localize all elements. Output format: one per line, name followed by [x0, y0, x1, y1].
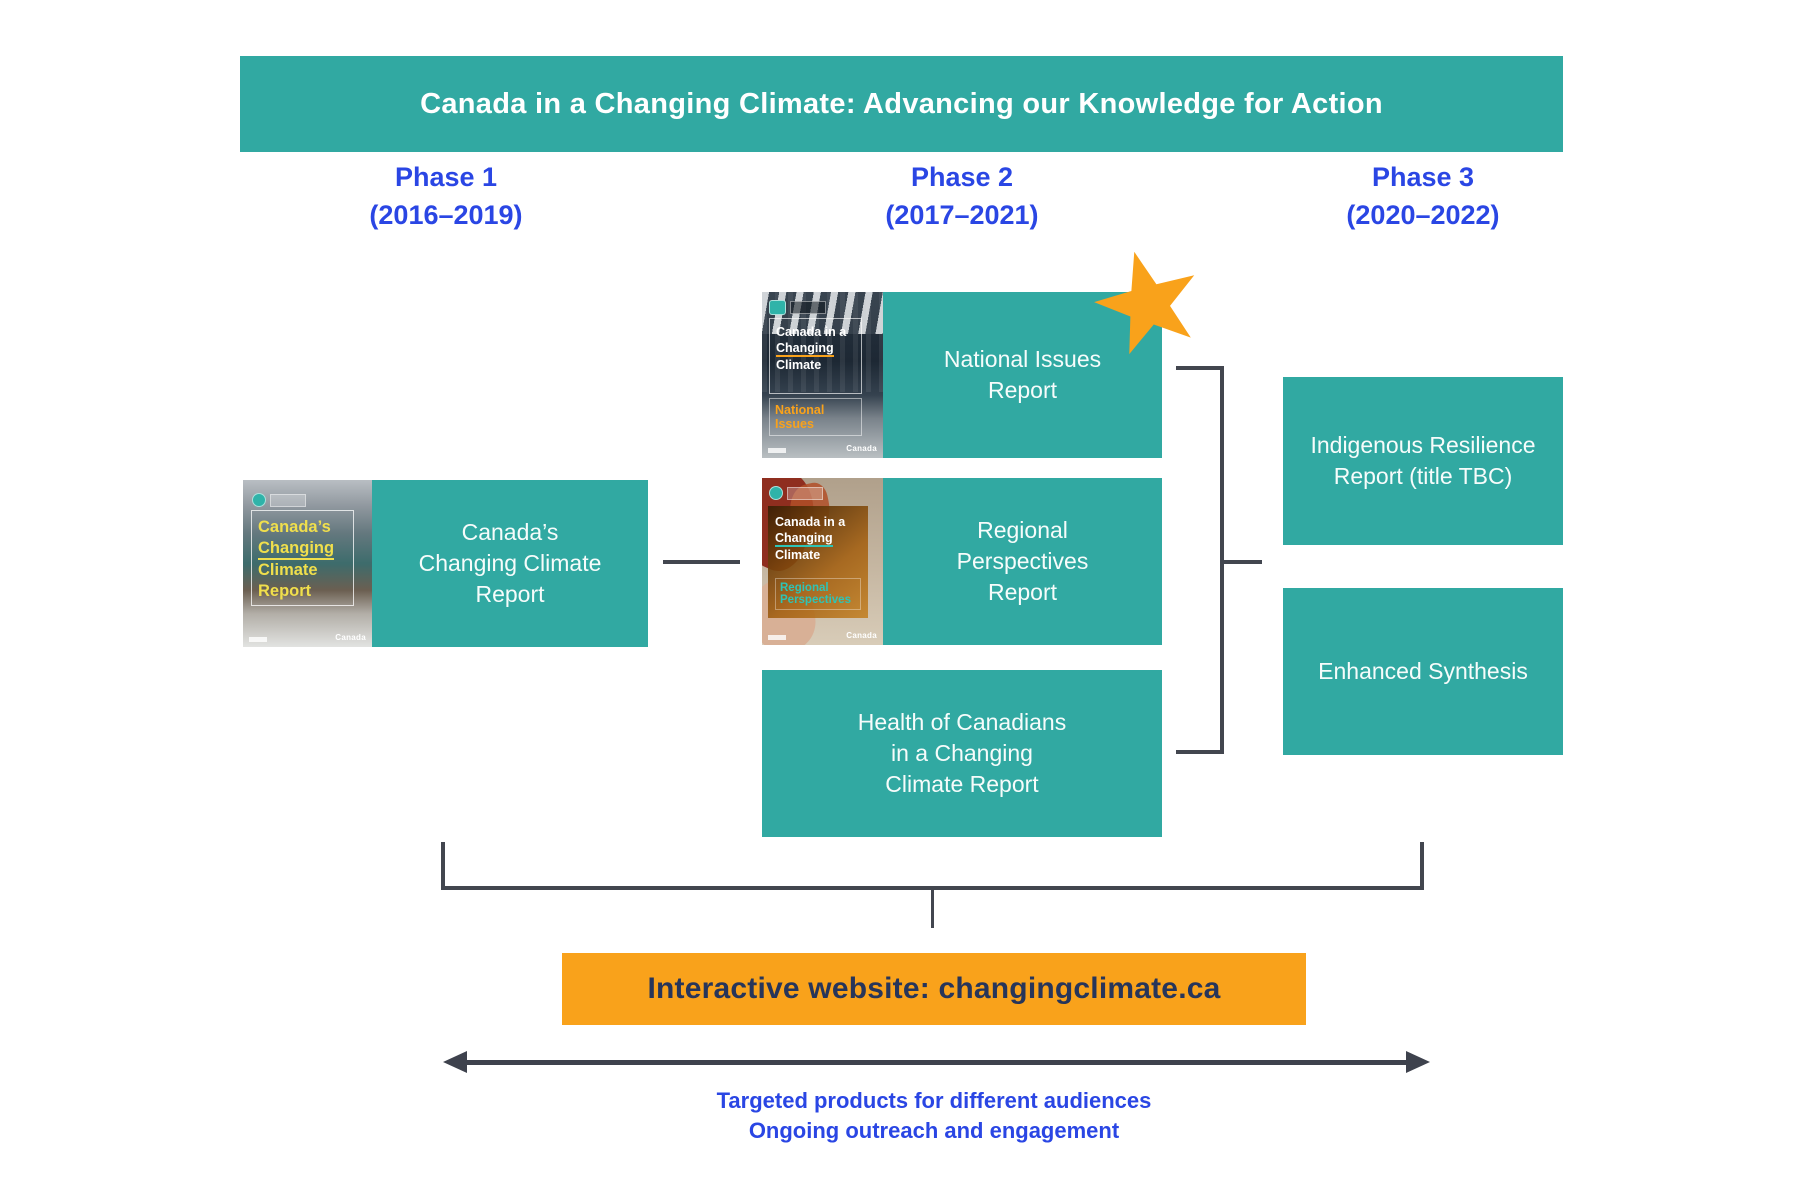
rp-cover-badge [769, 486, 823, 500]
phase-3-header: Phase 3 (2020–2022) [1263, 158, 1583, 234]
ccr-title-line: Canada’s [258, 518, 331, 536]
title-banner: Canada in a Changing Climate: Advancing … [240, 56, 1563, 152]
rp-cover-title: Canada in a Changing Climate [775, 514, 861, 563]
ni-cover-title: Canada in a Changing Climate [769, 318, 862, 394]
footer-caption: Targeted products for different audience… [434, 1086, 1434, 1146]
national-issues-box: National Issues Report [883, 292, 1162, 458]
rp-title-line: Climate [775, 548, 821, 562]
leaf-logo-icon [769, 300, 786, 315]
bottom-bracket-right [1420, 842, 1424, 890]
timeline-arrow [443, 1051, 1430, 1073]
enhanced-synthesis-box: Enhanced Synthesis [1283, 588, 1563, 755]
indigenous-resilience-box: Indigenous Resilience Report (title TBC) [1283, 377, 1563, 545]
canada-wordmark: Canada [335, 633, 366, 642]
phase-3-years: (2020–2022) [1346, 200, 1500, 230]
phase-2-years: (2017–2021) [885, 200, 1039, 230]
ccr-report-cover: Canada’s Changing Climate Report Canada [243, 480, 372, 647]
leaf-logo-icon [769, 486, 783, 500]
rp-title-line-underlined: Changing [775, 531, 833, 547]
footer-caption-line2: Ongoing outreach and engagement [748, 1118, 1120, 1143]
ccr-cover-title: Canada’s Changing Climate Report [251, 510, 354, 606]
cover-badge-bar [270, 493, 306, 507]
regional-perspectives-cover: Canada in a Changing Climate Regional Pe… [762, 478, 883, 645]
ni-cover-badge [769, 300, 826, 315]
ni-title-line-underlined: Changing [776, 341, 834, 357]
phase-3-name: Phase 3 [1371, 162, 1475, 192]
rp-title-line: Canada in a [775, 515, 846, 529]
arrow-right-icon [1406, 1051, 1430, 1073]
arrow-left-icon [443, 1051, 467, 1073]
leaf-logo-icon [252, 493, 266, 507]
rp-cover-subtitle: Regional Perspectives [775, 578, 861, 610]
flag-marks-icon [768, 635, 786, 640]
bottom-bracket-left [441, 842, 445, 890]
flag-marks-icon [249, 637, 267, 642]
arrow-line [459, 1060, 1414, 1065]
bottom-bracket-drop [931, 890, 934, 928]
footer-caption-line1: Targeted products for different audience… [716, 1088, 1152, 1113]
flag-marks-icon [768, 448, 786, 453]
connector-bracket-bottom [1176, 750, 1222, 754]
ccr-cover-badge [252, 493, 306, 507]
ni-title-line: Canada in a [776, 325, 847, 339]
ni-cover-subtitle: National Issues [769, 398, 862, 436]
cover-badge-bar [787, 486, 823, 500]
ccr-cover-footer: Canada [249, 633, 366, 642]
cover-badge-bar [790, 301, 826, 314]
diagram-title: Canada in a Changing Climate: Advancing … [420, 87, 1383, 120]
rp-cover-title-panel: Canada in a Changing Climate Regional Pe… [768, 506, 868, 618]
canada-wordmark: Canada [846, 444, 877, 453]
regional-perspectives-box: Regional Perspectives Report [883, 478, 1162, 645]
rp-cover-footer: Canada [768, 631, 877, 640]
connector-bracket-top [1176, 366, 1222, 370]
ccr-cover-photo [243, 480, 372, 647]
phase-2-name: Phase 2 [910, 162, 1014, 192]
ni-title-line: Climate [776, 358, 822, 372]
health-report-box: Health of Canadians in a Changing Climat… [762, 670, 1162, 837]
phase-1-years: (2016–2019) [369, 200, 523, 230]
website-banner: Interactive website: changingclimate.ca [562, 953, 1306, 1025]
ccr-report-box: Canada’s Changing Climate Report [372, 480, 648, 647]
connector-bracket-stub-phase3 [1224, 560, 1262, 564]
bottom-bracket-horizontal [441, 886, 1424, 890]
phase-1-header: Phase 1 (2016–2019) [286, 158, 606, 234]
website-banner-text: Interactive website: changingclimate.ca [647, 972, 1221, 1005]
ccr-title-line: Climate [258, 561, 318, 579]
national-issues-cover: Canada in a Changing Climate National Is… [762, 292, 883, 458]
connector-phase1-phase2 [663, 560, 740, 564]
ccr-title-line-underlined: Changing [258, 539, 335, 560]
phase-2-header: Phase 2 (2017–2021) [802, 158, 1122, 234]
phase-1-name: Phase 1 [394, 162, 498, 192]
connector-bracket-vertical [1220, 366, 1224, 754]
canada-wordmark: Canada [846, 631, 877, 640]
ni-cover-footer: Canada [768, 444, 877, 453]
ccr-title-line: Report [258, 582, 312, 600]
